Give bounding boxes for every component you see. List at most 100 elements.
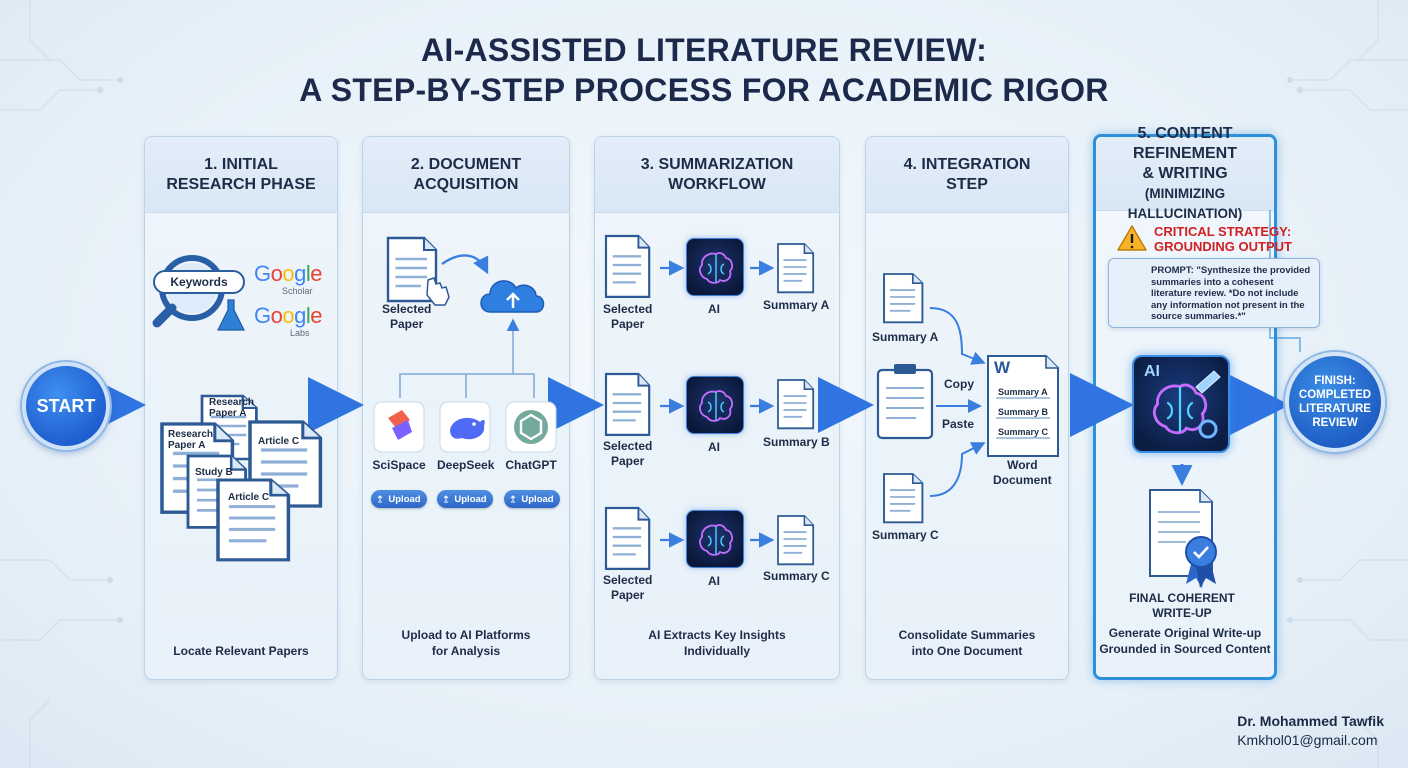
keywords-box: Keywords — [153, 270, 245, 294]
step-3-caption-line: Individually — [683, 644, 750, 658]
step-5-title-line: (MINIMIZING HALLUCINATION) — [1127, 185, 1243, 221]
title-line-1: AI-ASSISTED LITERATURE REVIEW: — [420, 32, 988, 68]
finish-label-line: COMPLETED — [1298, 389, 1372, 401]
ai-writing-icon: AI — [1132, 355, 1230, 453]
upload-button-chatgpt[interactable]: Upload — [504, 490, 560, 508]
step-4-caption-line: into One Document — [911, 644, 1023, 658]
selected-paper-label: Selected Paper — [382, 302, 431, 332]
summary-a-label: Summary A — [872, 330, 939, 344]
author-email: Kmkhol01@gmail.com — [1237, 732, 1378, 748]
author-signature: Dr. Mohammed Tawfik Kmkhol01@gmail.com — [1237, 712, 1384, 750]
step-2-title-line: 2. DOCUMENT — [410, 155, 522, 173]
ai-label: AI — [1144, 363, 1160, 380]
page-title: AI-ASSISTED LITERATURE REVIEW: A STEP-BY… — [0, 30, 1408, 110]
label-line: Selected — [382, 302, 432, 316]
ai-brain-icon — [686, 238, 744, 296]
finish-label-line: FINISH: — [1314, 375, 1356, 387]
step-5-title-line: & WRITING — [1142, 164, 1228, 182]
step-1-title-line: 1. INITIAL — [204, 155, 278, 173]
google-scholar-sub: Scholar — [282, 286, 313, 296]
step-2-caption: Upload to AI Platforms for Analysis — [363, 627, 569, 659]
upload-icon — [510, 495, 516, 503]
finish-label-line: LITERATURE — [1299, 403, 1371, 415]
paper-label: Research Paper A — [209, 397, 255, 419]
google-labs-sub: Labs — [290, 328, 310, 338]
row-3-ai-label: AI — [708, 574, 720, 588]
critical-strategy-label: CRITICAL STRATEGY: GROUNDING OUTPUT — [1154, 224, 1292, 254]
finish-label-line: REVIEW — [1312, 417, 1358, 429]
finish-node: FINISH: COMPLETED LITERATURE REVIEW — [1285, 352, 1385, 452]
step-3-title-line: WORKFLOW — [668, 175, 766, 193]
brain-pen-icon — [1152, 370, 1221, 439]
step-2-title-line: ACQUISITION — [413, 175, 519, 193]
step-4-title-line: 4. INTEGRATION — [903, 155, 1031, 173]
upload-label: Upload — [388, 493, 421, 505]
step-1-title: 1. INITIAL RESEARCH PHASE — [145, 137, 337, 213]
step-5-title: 5. CONTENT REFINEMENT & WRITING (MINIMIZ… — [1096, 125, 1274, 221]
ai-brain-icon — [686, 376, 744, 434]
word-line-c: Summary C — [998, 427, 1049, 437]
upload-button-scispace[interactable]: Upload — [371, 490, 427, 508]
step-4-caption-line: Consolidate Summaries — [898, 628, 1036, 642]
paper-label: Study B — [195, 467, 233, 478]
label-line: Paper — [611, 454, 645, 468]
upload-label: Upload — [454, 493, 487, 505]
row-1-output-label: Summary A — [763, 298, 830, 312]
author-name: Dr. Mohammed Tawfik — [1237, 713, 1384, 729]
upload-button-deepseek[interactable]: Upload — [437, 490, 493, 508]
step-3-title-line: 3. SUMMARIZATION — [640, 155, 794, 173]
step-1-title-line: RESEARCH PHASE — [166, 175, 316, 193]
label-line: WRITE-UP — [1152, 606, 1212, 620]
row-2-output-label: Summary B — [763, 435, 830, 449]
prompt-text: PROMPT: "Synthesize the provided summari… — [1151, 265, 1311, 322]
copy-label: Copy — [944, 377, 974, 391]
upload-label: Upload — [521, 493, 554, 505]
row-1-ai-label: AI — [708, 302, 720, 316]
label-line: Selected — [603, 302, 653, 316]
summary-c-label: Summary C — [872, 528, 939, 542]
row-2-ai-label: AI — [708, 440, 720, 454]
step-4-title: 4. INTEGRATION STEP — [866, 137, 1068, 213]
step-5-caption-line: Generate Original Write-up — [1108, 626, 1262, 640]
title-line-2: A STEP-BY-STEP PROCESS FOR ACADEMIC RIGO… — [299, 72, 1109, 108]
final-writeup-label: FINAL COHERENT WRITE-UP — [1112, 591, 1252, 621]
label-line: Selected — [603, 439, 653, 453]
google-scholar-logo: Google — [254, 261, 323, 286]
label-line: Paper — [390, 317, 424, 331]
label-line: Selected — [603, 573, 653, 587]
start-label: START — [36, 395, 96, 416]
label-line: Paper — [611, 317, 645, 331]
step-1-caption-line: Locate Relevant Papers — [173, 644, 309, 658]
ai-brain-icon — [686, 510, 744, 568]
step-3-title: 3. SUMMARIZATION WORKFLOW — [595, 137, 839, 213]
label-line: Paper — [611, 588, 645, 602]
prompt-box: PROMPT: "Synthesize the provided summari… — [1108, 258, 1320, 328]
step-3-caption: AI Extracts Key Insights Individually — [595, 627, 839, 659]
step-4-title-line: STEP — [946, 175, 988, 193]
upload-icon — [443, 495, 449, 503]
step-4-caption: Consolidate Summaries into One Document — [866, 627, 1068, 659]
paper-label: Article C — [258, 436, 300, 447]
paper-label: Article C — [228, 492, 270, 503]
step-5-caption-line: Grounded in Sourced Content — [1099, 642, 1271, 656]
step-2-panel: 2. DOCUMENT ACQUISITION Upload to AI Pla… — [362, 136, 570, 680]
step-2-caption-line: Upload to AI Platforms — [401, 628, 531, 642]
label-line: FINAL COHERENT — [1129, 591, 1235, 605]
paste-label: Paste — [942, 417, 975, 431]
deepseek-label: DeepSeek — [437, 458, 495, 472]
label-line: CRITICAL STRATEGY: — [1154, 224, 1292, 239]
paper-label: Research Paper A — [168, 429, 214, 451]
word-line-b: Summary B — [998, 407, 1049, 417]
step-3-caption-line: AI Extracts Key Insights — [648, 628, 786, 642]
label-line: Word — [1007, 458, 1038, 472]
step-2-title: 2. DOCUMENT ACQUISITION — [363, 137, 569, 213]
word-letter: W — [994, 358, 1011, 377]
upload-icon — [377, 495, 383, 503]
step-2-caption-line: for Analysis — [431, 644, 501, 658]
label-line: Document — [993, 473, 1052, 487]
